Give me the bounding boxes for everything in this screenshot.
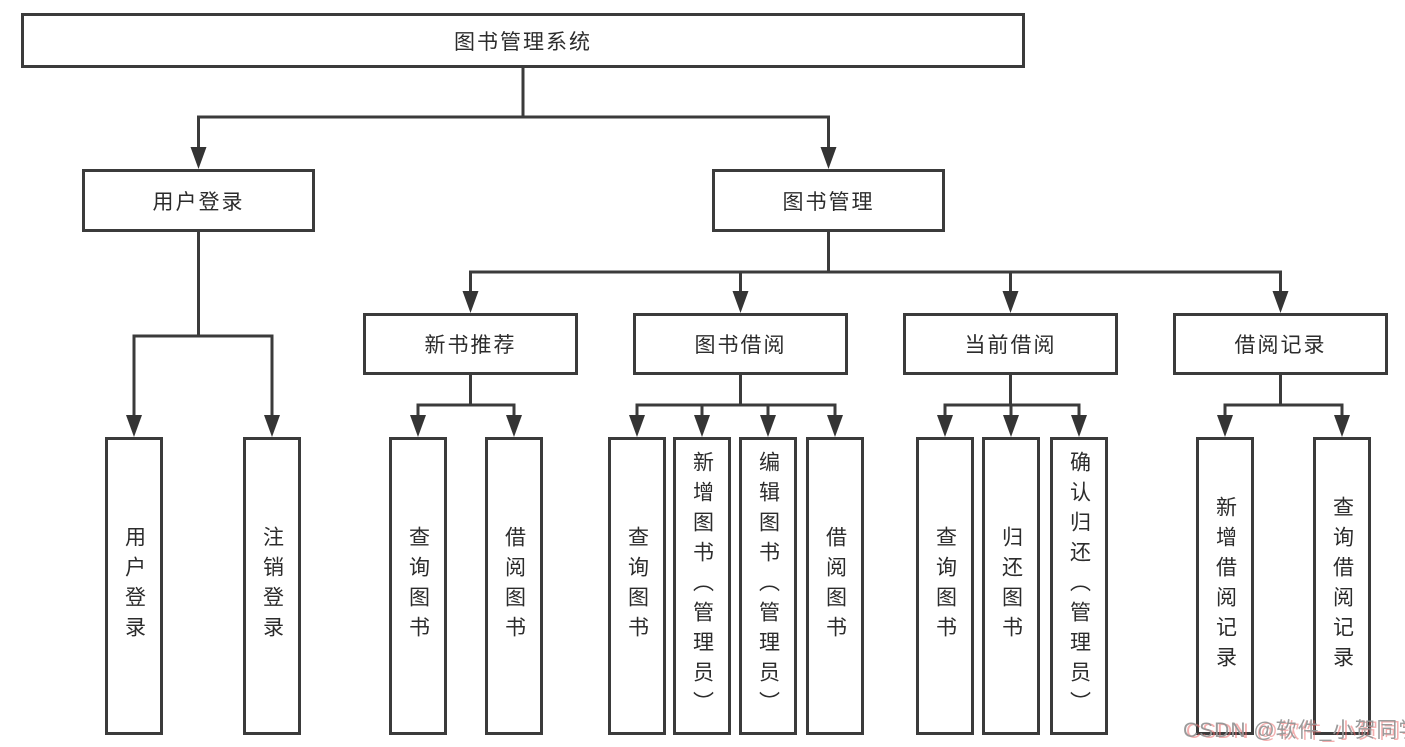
- leaf-query-books-borrow-label: 查询图书: [625, 526, 649, 646]
- node-user-login: 用户登录: [82, 169, 315, 232]
- leaf-borrow-books-label: 借阅图书: [823, 526, 847, 646]
- node-library-system: 图书管理系统: [21, 13, 1025, 68]
- node-book-management-label: 图书管理: [782, 190, 875, 214]
- arrow-down-icon: [190, 147, 207, 169]
- leaf-confirm-return-admin-label: 确认归还（管理员）: [1067, 451, 1091, 721]
- arrow-down-icon: [827, 415, 843, 437]
- csdn-watermark: CSDN @软件_小贺同学: [1183, 719, 1405, 742]
- leaf-borrow-books-recommend-label: 借阅图书: [502, 526, 526, 646]
- arrow-down-icon: [1071, 415, 1087, 437]
- leaf-query-books-current: 查询图书: [916, 437, 974, 735]
- leaf-query-books-borrow: 查询图书: [608, 437, 666, 735]
- arrow-down-icon: [760, 415, 776, 437]
- node-new-book-recommend: 新书推荐: [363, 313, 578, 375]
- connector-new-book-children: [410, 375, 522, 437]
- leaf-query-books-recommend: 查询图书: [389, 437, 447, 735]
- connector-book-borrow-children: [629, 375, 843, 437]
- arrow-down-icon: [1272, 291, 1289, 313]
- arrow-down-icon: [410, 415, 426, 437]
- node-new-book-recommend-label: 新书推荐: [424, 334, 517, 357]
- node-book-borrow-label: 图书借阅: [694, 334, 787, 357]
- leaf-logout: 注销登录: [243, 437, 301, 735]
- node-borrow-record-label: 借阅记录: [1234, 334, 1327, 357]
- leaf-query-borrow-record: 查询借阅记录: [1313, 437, 1371, 735]
- arrow-down-icon: [629, 415, 645, 437]
- leaf-query-books-current-label: 查询图书: [933, 526, 957, 646]
- arrow-down-icon: [820, 147, 837, 169]
- node-borrow-record: 借阅记录: [1173, 313, 1388, 375]
- connector-current-borrow-children: [937, 375, 1087, 437]
- connector-book-mgmt-children: [462, 232, 1289, 313]
- arrow-down-icon: [1003, 415, 1019, 437]
- leaf-confirm-return-admin: 确认归还（管理员）: [1050, 437, 1108, 735]
- leaf-logout-label: 注销登录: [260, 526, 284, 646]
- leaf-user-login-label: 用户登录: [122, 526, 146, 646]
- node-book-borrow: 图书借阅: [633, 313, 848, 375]
- arrow-down-icon: [506, 415, 522, 437]
- node-library-system-label: 图书管理系统: [454, 30, 592, 54]
- leaf-add-book-admin-label: 新增图书（管理员）: [690, 451, 714, 721]
- arrow-down-icon: [1334, 415, 1350, 437]
- leaf-borrow-books: 借阅图书: [806, 437, 864, 735]
- connector-root-to-level2: [190, 66, 837, 169]
- leaf-return-book: 归还图书: [982, 437, 1040, 735]
- connector-user-login-children: [126, 232, 280, 437]
- leaf-user-login: 用户登录: [105, 437, 163, 735]
- leaf-add-book-admin: 新增图书（管理员）: [673, 437, 731, 735]
- leaf-add-borrow-record-label: 新增借阅记录: [1213, 496, 1237, 676]
- leaf-return-book-label: 归还图书: [999, 526, 1023, 646]
- arrow-down-icon: [937, 415, 953, 437]
- arrow-down-icon: [1217, 415, 1233, 437]
- arrow-down-icon: [462, 291, 479, 313]
- node-book-management: 图书管理: [712, 169, 945, 232]
- node-user-login-label: 用户登录: [152, 190, 245, 214]
- arrow-down-icon: [264, 415, 280, 437]
- arrow-down-icon: [694, 415, 710, 437]
- leaf-borrow-books-recommend: 借阅图书: [485, 437, 543, 735]
- arrow-down-icon: [1002, 291, 1019, 313]
- node-current-borrow-label: 当前借阅: [964, 334, 1057, 357]
- node-current-borrow: 当前借阅: [903, 313, 1118, 375]
- arrow-down-icon: [732, 291, 749, 313]
- leaf-edit-book-admin: 编辑图书（管理员）: [739, 437, 797, 735]
- leaf-query-borrow-record-label: 查询借阅记录: [1330, 496, 1354, 676]
- arrow-down-icon: [126, 415, 142, 437]
- leaf-add-borrow-record: 新增借阅记录: [1196, 437, 1254, 735]
- connector-borrow-record-children: [1217, 375, 1350, 437]
- leaf-query-books-recommend-label: 查询图书: [406, 526, 430, 646]
- leaf-edit-book-admin-label: 编辑图书（管理员）: [756, 451, 780, 721]
